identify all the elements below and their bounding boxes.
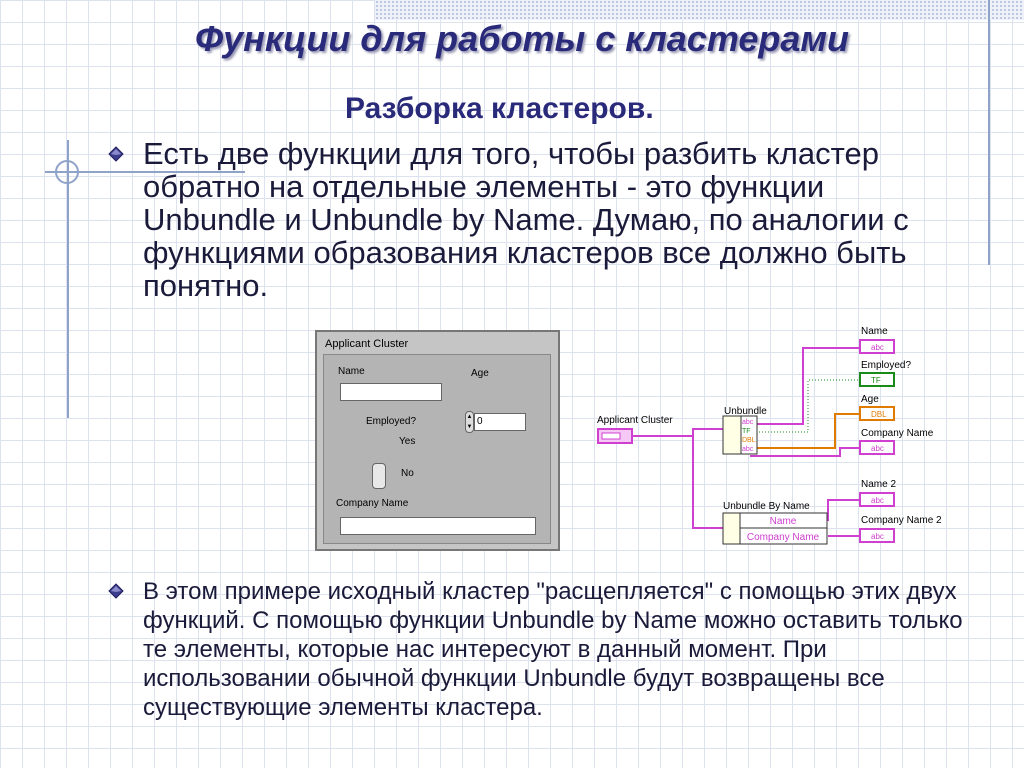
indicator-age-type: DBL: [871, 410, 887, 419]
indicator-name2-type: abc: [871, 496, 884, 505]
block-diagram: Applicant Cluster Unbundle abc TF DBL ab…: [597, 326, 942, 545]
unbundle-by-name-label: Unbundle By Name: [723, 501, 810, 512]
source-cluster-terminal[interactable]: [597, 428, 633, 444]
indicator-company2[interactable]: abc: [859, 528, 895, 543]
wire-age: [750, 413, 860, 449]
bullet-text-1: Есть две функции для того, чтобы разбить…: [143, 136, 909, 303]
company-label: Company Name: [336, 498, 409, 509]
vertical-rule-left: [67, 140, 69, 418]
unbundle-terminal-4: abc: [742, 446, 754, 453]
indicator-age[interactable]: DBL: [859, 406, 895, 421]
company-field[interactable]: [340, 517, 536, 535]
unbundle-terminal-3: DBL: [742, 437, 756, 444]
wire-name2: [827, 499, 860, 521]
indicator-name-label: Name: [861, 326, 888, 337]
horizontal-rule-left: [45, 171, 245, 173]
indicator-name2-label: Name 2: [861, 479, 896, 490]
wire-to-unbundle: [632, 428, 723, 437]
unbundle-label: Unbundle: [724, 406, 767, 417]
age-label: Age: [471, 368, 489, 379]
diamond-bullet-icon: [108, 583, 124, 599]
bullet-text-2: В этом примере исходный кластер "расщепл…: [143, 578, 963, 721]
unbundle-terminal-2: TF: [742, 428, 751, 435]
unbundle-terminal-1: abc: [742, 419, 754, 426]
indicator-company2-label: Company Name 2: [861, 515, 942, 526]
ubn-item-name: Name: [770, 516, 797, 527]
indicator-employed-label: Employed?: [861, 360, 911, 371]
indicator-company-type: abc: [871, 444, 884, 453]
unbundle-by-name-node[interactable]: Name Company Name: [722, 512, 828, 545]
crosshair-ornament: [55, 160, 79, 184]
ubn-item-company: Company Name: [747, 532, 820, 543]
employed-toggle-switch[interactable]: [372, 463, 386, 489]
yes-label: Yes: [399, 436, 416, 447]
source-label: Applicant Cluster: [597, 415, 673, 426]
age-stepper-icon[interactable]: ▲▼: [465, 411, 474, 433]
slide-title: Функции для работы с кластерами: [194, 18, 850, 59]
indicator-company-label: Company Name: [861, 428, 934, 439]
age-field[interactable]: 0: [474, 413, 526, 431]
indicator-name2[interactable]: abc: [859, 492, 895, 507]
cluster-inner-area: Name Age ▲▼ 0 Employed? Yes No Company N…: [323, 354, 551, 544]
wire-to-unbundle-by-name: [692, 436, 723, 529]
name-field[interactable]: [340, 383, 442, 401]
vertical-rule-right: [988, 0, 990, 265]
employed-label: Employed?: [366, 416, 417, 427]
indicator-company2-type: abc: [871, 532, 884, 541]
indicator-name-type: abc: [871, 343, 884, 352]
age-value: 0: [477, 416, 483, 427]
indicator-employed[interactable]: TF: [859, 372, 895, 387]
dotted-header-band: [375, 0, 1024, 20]
name-label: Name: [338, 366, 365, 377]
indicator-employed-type: TF: [871, 376, 881, 385]
cluster-title: Applicant Cluster: [325, 338, 409, 350]
wire-name: [750, 347, 860, 425]
slide-subtitle: Разборка кластеров.: [345, 92, 654, 125]
diamond-bullet-icon: [108, 146, 124, 162]
indicator-company[interactable]: abc: [859, 440, 895, 455]
unbundle-node[interactable]: abc TF DBL abc: [722, 415, 758, 455]
no-label: No: [401, 468, 414, 479]
front-panel-cluster: Applicant Cluster Name Age ▲▼ 0 Employed…: [315, 330, 560, 551]
wire-employed: [750, 379, 860, 433]
indicator-age-label: Age: [861, 394, 879, 405]
wire-company: [750, 447, 860, 457]
indicator-name[interactable]: abc: [859, 339, 895, 354]
